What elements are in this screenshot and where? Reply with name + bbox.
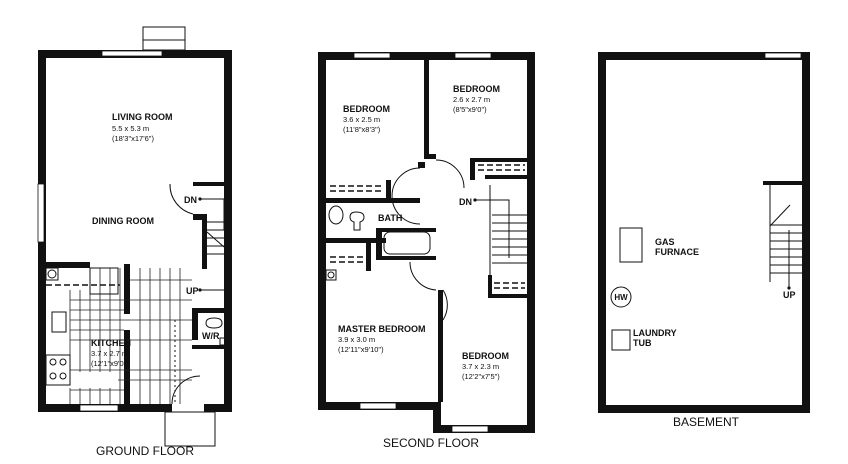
- window: [101, 50, 163, 57]
- furnace-label-line2: FURNACE: [655, 247, 699, 257]
- stair-up-label: UP: [186, 286, 199, 296]
- ground-stairs[interactable]: [198, 197, 227, 292]
- basement-stairs[interactable]: [769, 185, 802, 290]
- master-bedroom-metric: 3.9 x 3.0 m: [338, 335, 375, 344]
- stove-icon: [45, 354, 71, 386]
- counter: [89, 267, 119, 295]
- ground-floor-title: GROUND FLOOR: [96, 444, 194, 458]
- window: [37, 183, 45, 243]
- kitchen-metric: 3.7 x 2.7 m: [91, 349, 128, 358]
- bedroom-se-imperial: (12'2"x7'5"): [462, 372, 500, 381]
- furnace-label-line1: GAS: [655, 237, 675, 247]
- sink-icon: [51, 311, 67, 333]
- bedroom-ne-label: BEDROOM: [453, 84, 500, 94]
- bedroom-nw-imperial: (11'8"x8'3"): [343, 125, 381, 134]
- ground-floor-plan: LIVING ROOM 5.5 x 5.3 m (18'3"x17'6") DI…: [37, 26, 232, 458]
- water-heater-label: HW: [614, 293, 628, 302]
- entry-door[interactable]: [171, 375, 201, 405]
- water-heater-icon: [610, 286, 632, 308]
- porch: [164, 411, 216, 447]
- laundry-label-line1: LAUNDRY: [633, 328, 677, 338]
- fridge-icon: [45, 267, 59, 281]
- laundry-label-line2: TUB: [633, 338, 652, 348]
- bedroom-se-label: BEDROOM: [462, 351, 509, 361]
- second-floor-plan: BEDROOM 3.6 x 2.5 m (11'8"x8'3") BEDROOM…: [318, 52, 535, 450]
- second-stairs[interactable]: [473, 185, 527, 275]
- bedroom-ne-imperial: (8'5"x9'0"): [453, 105, 487, 114]
- bedroom-nw-label: BEDROOM: [343, 104, 390, 114]
- stair-up-label: UP: [783, 290, 796, 300]
- living-room-metric: 5.5 x 5.3 m: [112, 124, 149, 133]
- toilet-icon: [205, 317, 223, 329]
- gas-furnace-icon: [619, 227, 643, 263]
- bathtub-icon: [383, 231, 431, 255]
- master-bedroom-label: MASTER BEDROOM: [338, 324, 426, 334]
- dining-room-label: DINING ROOM: [92, 216, 154, 226]
- stair-down-label: DN: [184, 195, 197, 205]
- bath-label: BATH: [378, 213, 402, 223]
- master-bedroom-imperial: (12'11"x9'10"): [338, 345, 384, 354]
- laundry-tub-icon: [611, 329, 631, 351]
- window: [79, 404, 119, 412]
- basement-plan: GAS FURNACE HW LAUNDRY TUB UP BASEMENT: [598, 52, 810, 429]
- chimney: [142, 26, 186, 51]
- toilet-icon: [349, 211, 365, 231]
- living-room-label: LIVING ROOM: [112, 112, 173, 122]
- sink-icon: [328, 205, 344, 225]
- bedroom-nw-metric: 3.6 x 2.5 m: [343, 115, 380, 124]
- kitchen-imperial: (12'1"x9'0"): [91, 359, 129, 368]
- basement-title: BASEMENT: [673, 415, 740, 429]
- second-floor-title: SECOND FLOOR: [383, 436, 479, 450]
- stair-down-label: DN: [459, 197, 472, 207]
- bedroom-ne-metric: 2.6 x 2.7 m: [453, 95, 490, 104]
- walk-in-label: W/R: [202, 331, 220, 341]
- living-room-imperial: (18'3"x17'6"): [112, 134, 154, 143]
- bedroom-se-metric: 3.7 x 2.3 m: [462, 362, 499, 371]
- kitchen-label: KITCHEN: [91, 338, 131, 348]
